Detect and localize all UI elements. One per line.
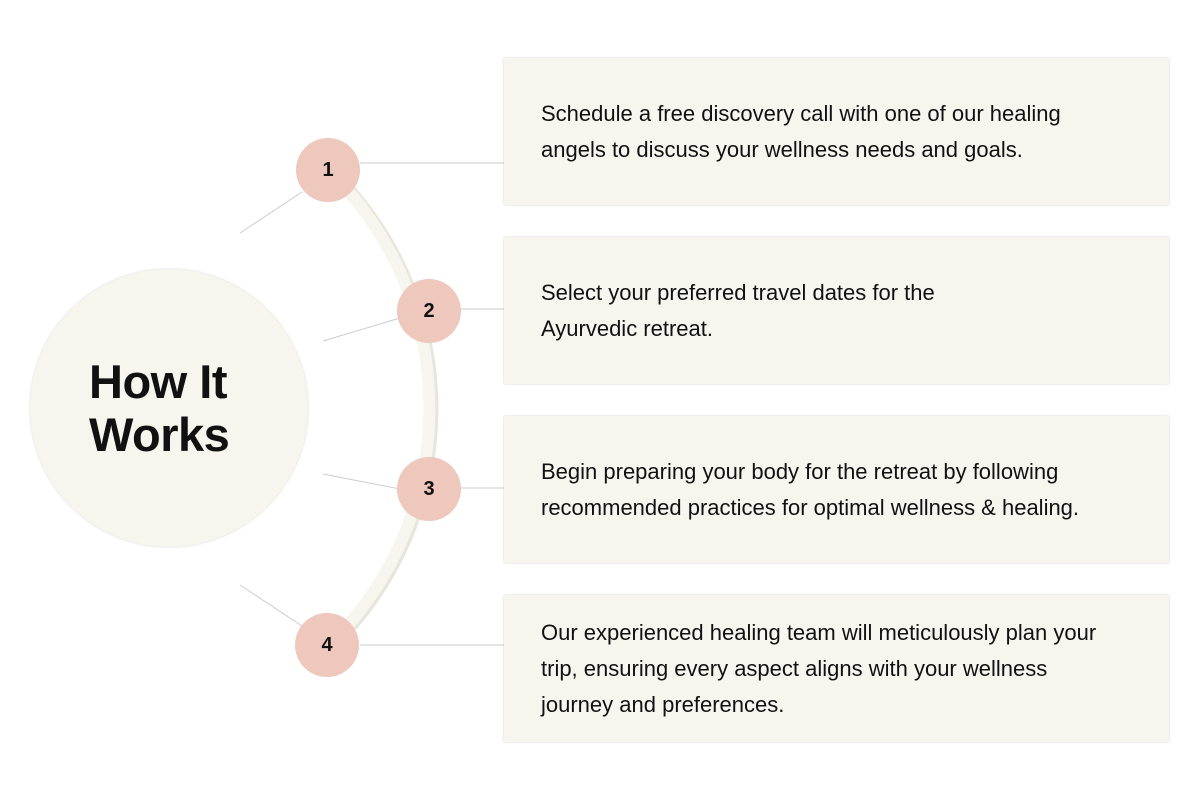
connector-center-4 (239, 584, 303, 627)
timeline-arc (323, 165, 436, 651)
step-badge-4: 4 (295, 613, 359, 677)
step-card-2: Select your preferred travel dates for t… (504, 237, 1169, 384)
section-title: How It Works (89, 355, 230, 461)
step-card-3: Begin preparing your body for the retrea… (504, 416, 1169, 563)
center-circle: How It Works (30, 269, 308, 547)
step-text-2: Select your preferred travel dates for t… (541, 279, 935, 341)
step-badge-2: 2 (397, 279, 461, 343)
connector-center-2 (322, 317, 401, 342)
connector-center-1 (239, 191, 303, 234)
step-badge-1: 1 (296, 138, 360, 202)
step-card-1: Schedule a free discovery call with one … (504, 58, 1169, 205)
step-badge-3: 3 (397, 457, 461, 521)
connector-center-3 (322, 473, 401, 490)
step-text-4: Our experienced healing team will meticu… (541, 619, 1097, 717)
step-text-1: Schedule a free discovery call with one … (541, 100, 1061, 162)
step-card-4: Our experienced healing team will meticu… (504, 595, 1169, 742)
step-text-3: Begin preparing your body for the retrea… (541, 458, 1080, 520)
